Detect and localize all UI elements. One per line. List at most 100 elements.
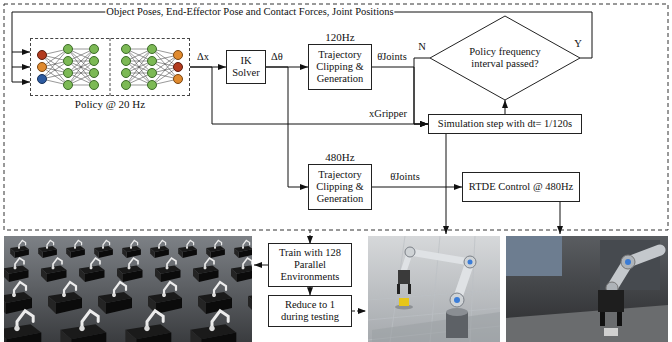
parallel-simulation-render xyxy=(234,240,252,258)
real-robot-photo xyxy=(506,236,668,342)
text-block: IK Solver xyxy=(230,55,262,79)
single-simulation-render xyxy=(450,293,464,307)
parallel-simulation-render xyxy=(248,282,252,314)
neural-network xyxy=(64,81,73,90)
text-block: Trajectory Clipping & Generation xyxy=(312,169,368,204)
text-area xyxy=(31,39,189,95)
parallel-simulation-render xyxy=(38,240,57,258)
process-box: Trajectory Clipping & Generation480Hz xyxy=(308,164,372,210)
single-simulation-render xyxy=(410,252,470,262)
process-box: IK Solver xyxy=(226,50,266,84)
parallel-simulation-render xyxy=(190,311,236,342)
single-simulation-render xyxy=(397,284,400,294)
real-robot-photo xyxy=(625,259,631,265)
neural-network xyxy=(38,63,47,72)
neural-network xyxy=(174,75,183,84)
process-box: Trajectory Clipping & Generation120Hz xyxy=(308,44,372,90)
text-block: Trajectory Clipping & Generation xyxy=(312,49,368,84)
text-area: Policy frequency interval passed? xyxy=(430,16,580,100)
neural-network xyxy=(122,69,131,78)
neural-network xyxy=(38,75,47,84)
neural-network xyxy=(64,69,73,78)
neural-network xyxy=(148,69,157,78)
node-heading: 480Hz xyxy=(325,151,354,163)
single-simulation-render xyxy=(372,312,500,342)
text-area: RTDE Control @ 480Hz xyxy=(463,173,579,201)
neural-network xyxy=(64,45,73,54)
neural-network xyxy=(148,45,157,54)
parallel-simulation-render xyxy=(193,258,219,282)
process-box: Reduce to 1 during testing xyxy=(268,295,352,327)
input-arrows xyxy=(12,52,30,53)
edge-label: Object Poses, End-Effector Pose and Cont… xyxy=(105,6,394,18)
text-area: Simulation step with dt= 1/120s xyxy=(429,115,581,133)
single-simulation-render xyxy=(368,236,500,342)
neural-network xyxy=(148,57,157,66)
neural-network xyxy=(122,57,131,66)
single-simulation-render xyxy=(405,247,415,257)
real-robot-photo xyxy=(604,328,618,336)
parallel-simulation-render xyxy=(60,311,106,342)
node-text: Train with 128 Parallel Environments xyxy=(272,247,348,282)
neural-network xyxy=(90,57,99,66)
neural-network xyxy=(122,45,131,54)
real-robot-photo xyxy=(617,312,622,326)
node-text: RTDE Control @ 480Hz xyxy=(466,181,576,193)
parallel-simulation-render xyxy=(117,258,143,282)
policy-box: Policy @ 20 Hz xyxy=(30,38,190,96)
text-area: Trajectory Clipping & Generation xyxy=(309,165,371,209)
neural-network xyxy=(122,81,131,90)
process-box: Train with 128 Parallel Environments xyxy=(268,243,352,286)
real-robot-photo xyxy=(506,236,562,276)
edge-label: θ̇Joints xyxy=(376,51,408,63)
single-simulation-render xyxy=(468,260,473,265)
text-area: Reduce to 1 during testing xyxy=(269,296,351,326)
text-area: IK Solver xyxy=(227,51,265,83)
node-text: Trajectory Clipping & Generation xyxy=(312,49,368,84)
connector xyxy=(372,187,462,188)
parallel-simulation-render xyxy=(4,311,41,342)
parallel-simulation-render xyxy=(4,282,32,314)
connector xyxy=(266,67,308,187)
node-text: IK Solver xyxy=(230,55,262,79)
system-frame xyxy=(4,4,668,230)
parallel-simulation-render xyxy=(122,240,141,258)
text-block: Train with 128 Parallel Environments xyxy=(272,247,348,282)
parallel-simulation-render xyxy=(48,282,82,314)
input-arrows xyxy=(12,67,30,82)
parallel-simulation-render xyxy=(10,240,29,258)
neural-network xyxy=(64,57,73,66)
neural-network xyxy=(126,49,152,85)
parallel-simulation-render xyxy=(198,282,232,314)
parallel-simulation-render xyxy=(94,240,113,258)
parallel-simulation-render xyxy=(206,240,225,258)
single-simulation-render xyxy=(454,297,460,303)
text-block: Policy frequency interval passed? xyxy=(465,46,545,70)
parallel-simulation-render xyxy=(98,282,132,314)
real-robot-photo xyxy=(506,305,668,342)
parallel-simulation-render xyxy=(148,282,182,314)
parallel-simulation-render xyxy=(178,240,197,258)
process-box: RTDE Control @ 480Hz xyxy=(462,172,580,202)
parallel-simulation-render xyxy=(4,236,252,342)
output-arrows xyxy=(254,265,268,266)
real-robot-photo xyxy=(621,255,635,269)
text-area: Train with 128 Parallel Environments xyxy=(269,244,351,285)
single-simulation-render xyxy=(446,308,468,316)
node-text: Policy frequency interval passed? xyxy=(465,46,545,70)
diamond-outline xyxy=(430,16,580,100)
process-box: Simulation step with dt= 1/120s xyxy=(428,114,582,134)
neural-network xyxy=(68,49,94,85)
neural-network xyxy=(148,81,157,90)
neural-network xyxy=(174,63,183,72)
parallel-simulation-render xyxy=(155,258,181,282)
output-arrows xyxy=(310,230,311,244)
single-simulation-render xyxy=(368,236,500,342)
edge-label: xGripper xyxy=(368,108,408,120)
node-text: Trajectory Clipping & Generation xyxy=(312,169,368,204)
output-arrows xyxy=(352,311,366,312)
text-block: Simulation step with dt= 1/120s xyxy=(432,118,578,130)
real-robot-photo xyxy=(600,312,605,326)
parallel-simulation-render xyxy=(231,258,252,282)
